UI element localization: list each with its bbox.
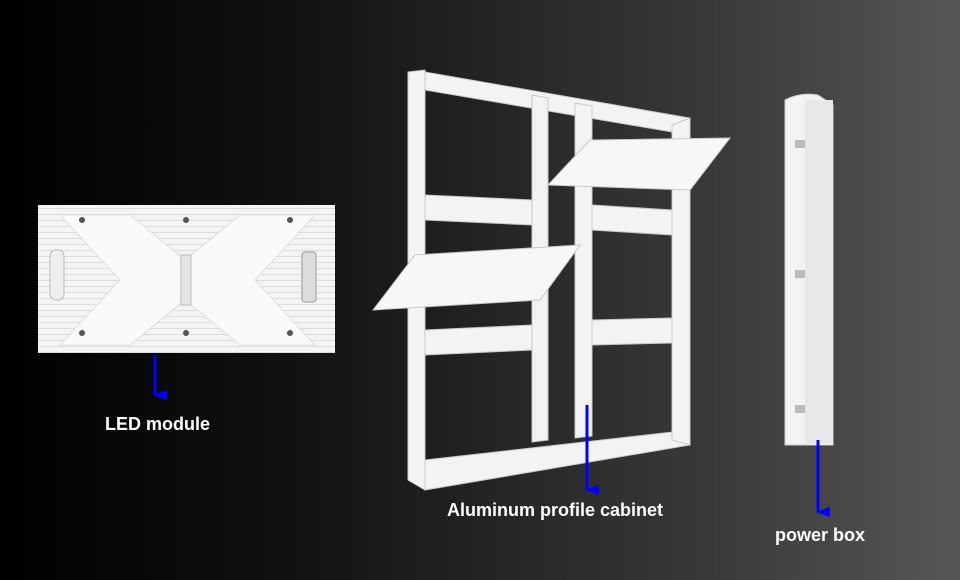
power-box-image xyxy=(784,93,834,446)
led-module-image xyxy=(38,205,335,353)
power-box-label: power box xyxy=(775,525,866,545)
cabinet-image xyxy=(371,69,732,491)
led-module-label: LED module xyxy=(105,414,211,434)
cabinet-label: Aluminum profile cabinet xyxy=(447,500,664,520)
